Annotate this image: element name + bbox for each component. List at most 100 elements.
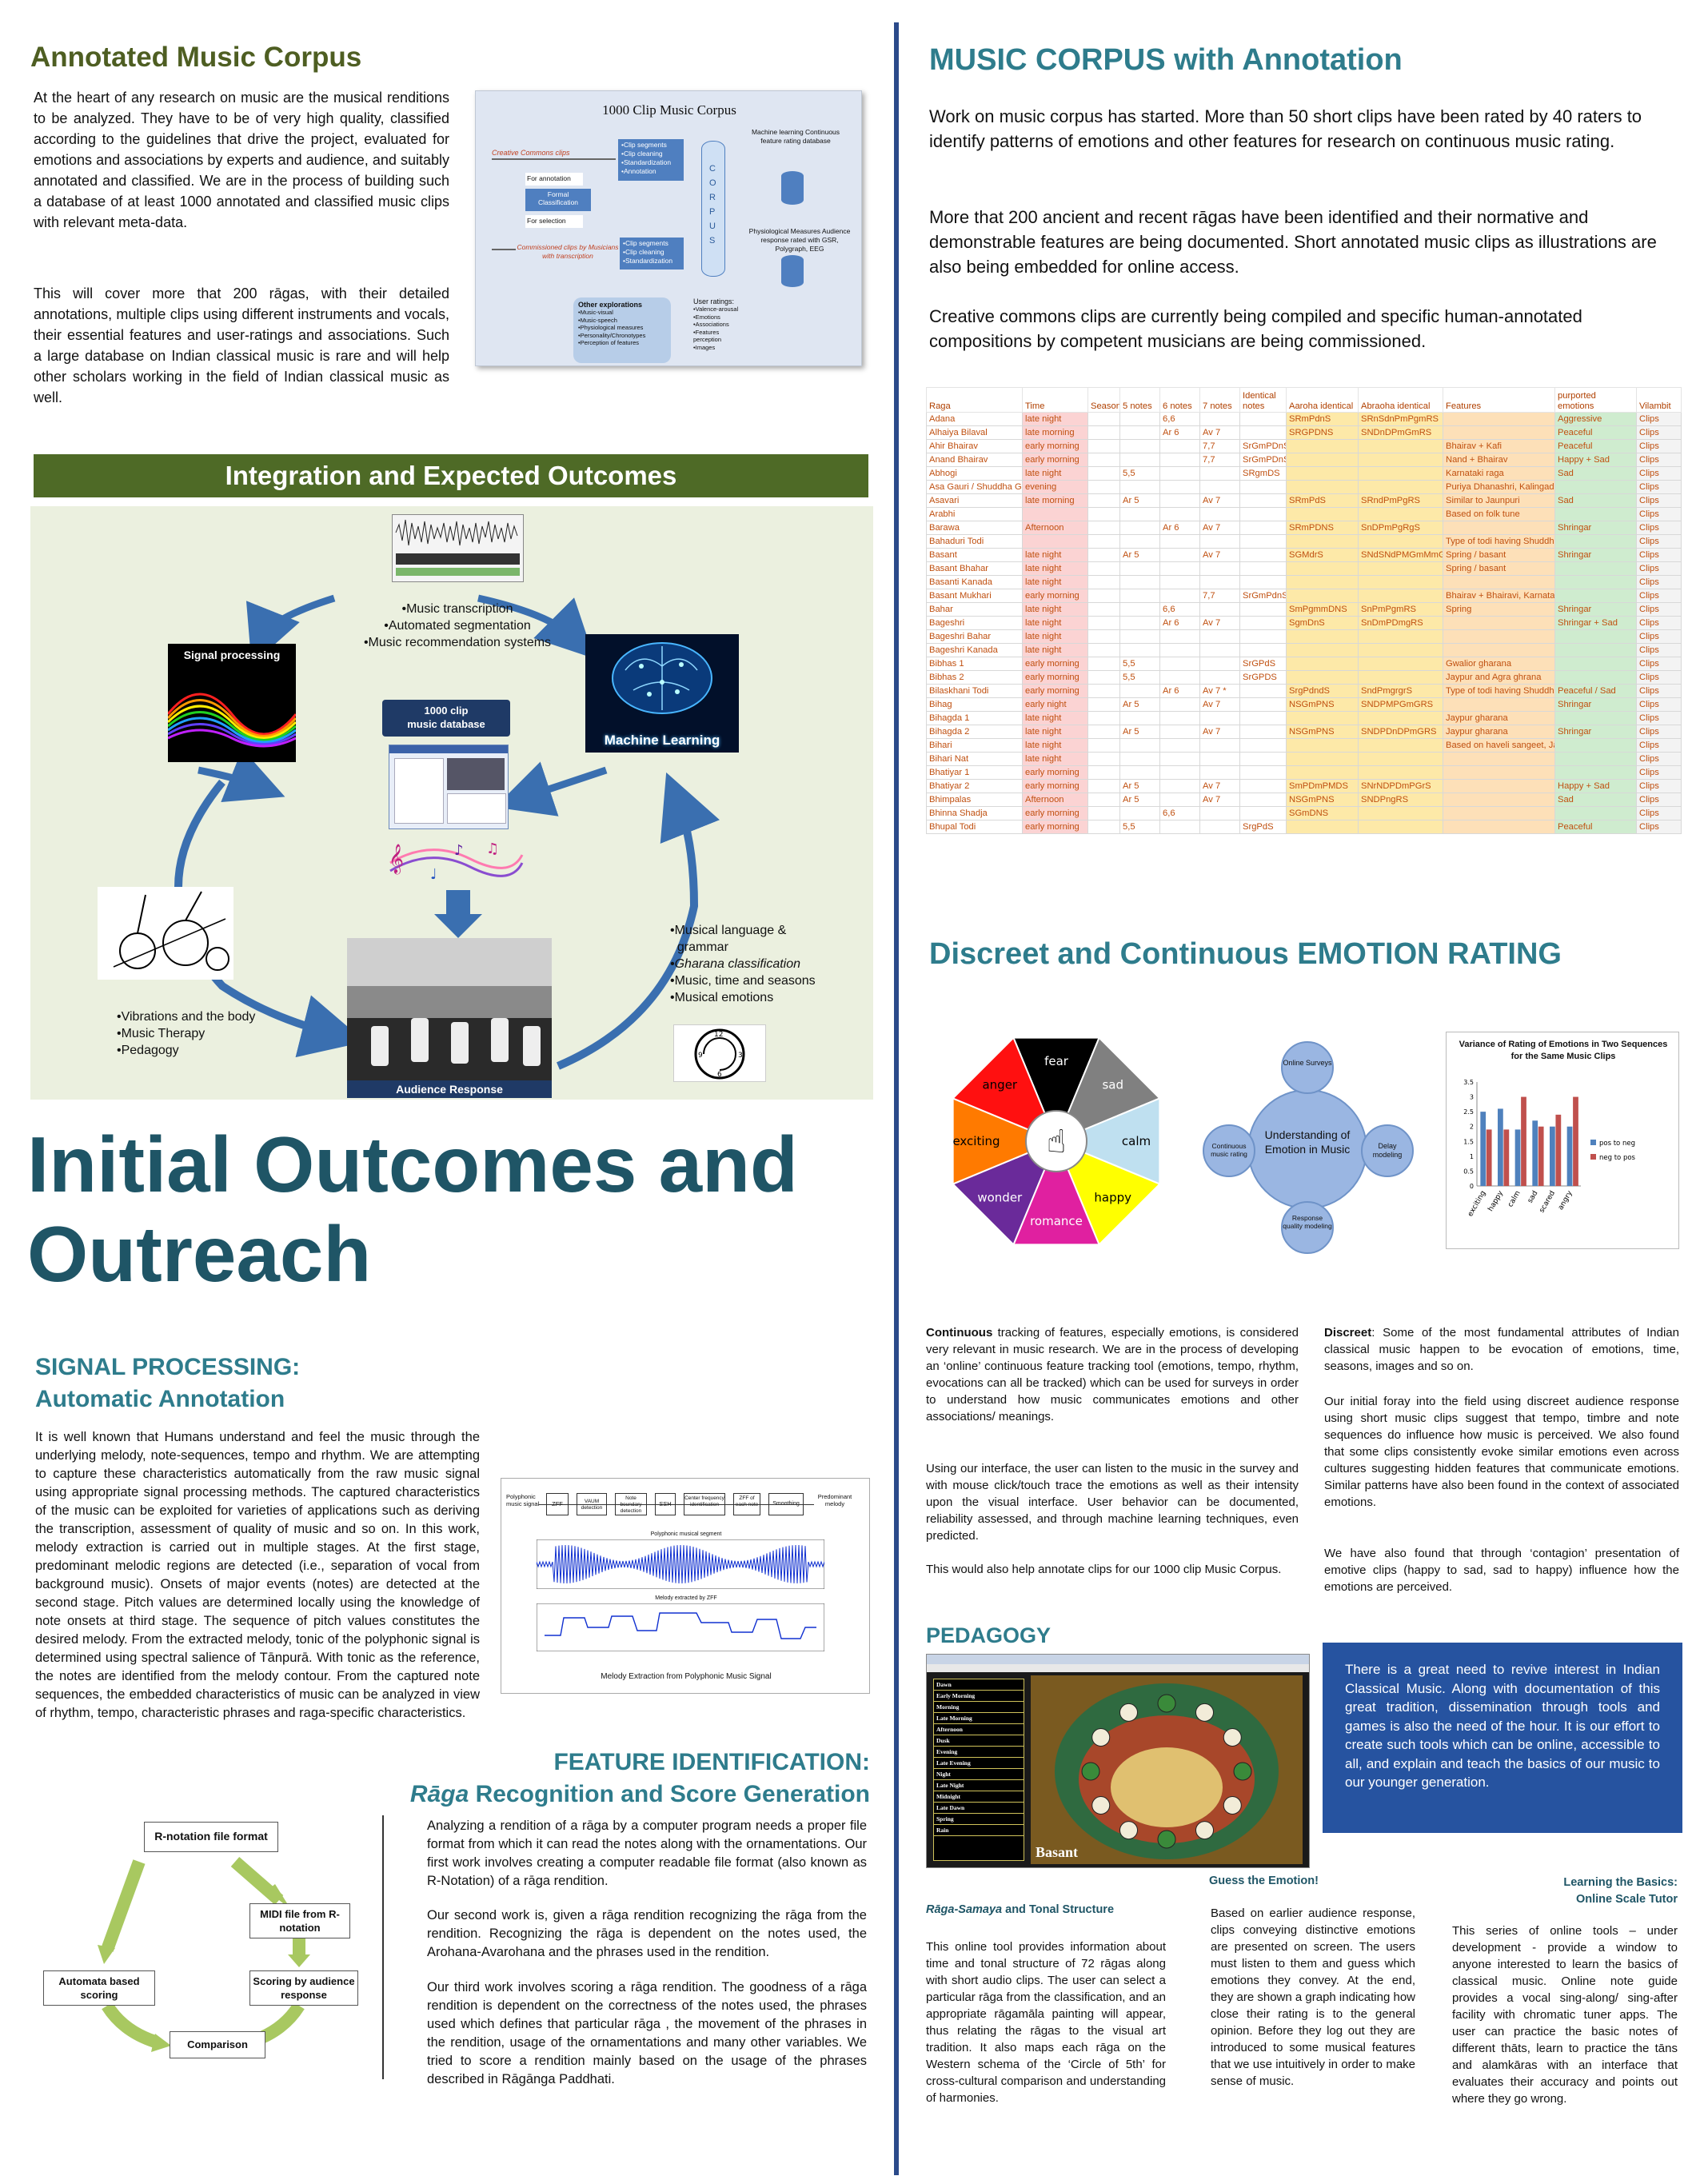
pedagogy-list-item[interactable]: Night: [934, 1769, 1024, 1780]
wheel-segment-anger[interactable]: [951, 1036, 1058, 1143]
table-cell: 5,5: [1119, 670, 1160, 685]
clips-link[interactable]: Clips: [1636, 779, 1682, 793]
table-cell: SNDnDPmGmRS: [1358, 425, 1443, 440]
pedagogy-list-item[interactable]: Afternoon: [934, 1724, 1024, 1735]
clips-link[interactable]: Clips: [1636, 561, 1682, 576]
raga-table-header-cell: Features: [1443, 387, 1555, 413]
corpus-paragraph-1: At the heart of any research on music ar…: [34, 90, 449, 230]
table-cell: [1443, 412, 1555, 426]
fig-block-output: Predominant melody: [817, 1493, 852, 1507]
table-cell: [1239, 602, 1287, 617]
table-cell: [1239, 684, 1287, 698]
clips-link[interactable]: Clips: [1636, 507, 1682, 521]
table-cell: [1159, 765, 1200, 780]
clips-link[interactable]: Clips: [1636, 589, 1682, 603]
pedagogy-list-item[interactable]: Dawn: [934, 1679, 1024, 1691]
database-screenshot: [389, 745, 509, 829]
clips-link[interactable]: Clips: [1636, 765, 1682, 780]
table-cell: Arabhi: [926, 507, 1023, 521]
pedagogy-list-item[interactable]: Midnight: [934, 1791, 1024, 1803]
table-cell: late night: [1022, 643, 1088, 657]
outcome-left-list: •Vibrations and the body •Music Therapy …: [117, 1008, 255, 1059]
table-cell: [1087, 779, 1120, 793]
table-cell: Type of todi having Shuddha: [1443, 684, 1555, 698]
pedagogy-list-item[interactable]: Evening: [934, 1747, 1024, 1758]
clips-link[interactable]: Clips: [1636, 412, 1682, 426]
clips-link[interactable]: Clips: [1636, 453, 1682, 467]
clips-link[interactable]: Clips: [1636, 643, 1682, 657]
table-cell: [1087, 765, 1120, 780]
clips-link[interactable]: Clips: [1636, 466, 1682, 481]
spectrum-svg: [168, 693, 296, 748]
clips-link[interactable]: Clips: [1636, 548, 1682, 562]
clips-link[interactable]: Clips: [1636, 534, 1682, 549]
clips-link[interactable]: Clips: [1636, 657, 1682, 671]
table-cell: Ar 5: [1119, 493, 1160, 508]
clips-link[interactable]: Clips: [1636, 793, 1682, 807]
clips-link[interactable]: Clips: [1636, 670, 1682, 685]
table-cell: [1119, 643, 1160, 657]
emotion-wheel[interactable]: fearsadcalmhappyromancewonderexcitingang…: [940, 1025, 1172, 1257]
pedagogy-list-item[interactable]: Late Morning: [934, 1713, 1024, 1724]
table-cell: [1119, 439, 1160, 453]
table-cell: [1159, 670, 1200, 685]
table-cell: Bageshri: [926, 616, 1023, 630]
feature-title-1: FEATURE IDENTIFICATION:: [553, 1749, 870, 1775]
pedagogy-list-item[interactable]: Dusk: [934, 1735, 1024, 1747]
continuous-paragraph-1: Continuous tracking of features, especia…: [926, 1324, 1299, 1425]
pedagogy-col2-title: Guess the Emotion!: [1209, 1875, 1319, 1887]
clips-link[interactable]: Clips: [1636, 697, 1682, 712]
table-cell: [1286, 738, 1359, 753]
clips-link[interactable]: Clips: [1636, 616, 1682, 630]
table-cell: Av 7: [1199, 548, 1240, 562]
clips-link[interactable]: Clips: [1636, 711, 1682, 725]
table-cell: [1087, 412, 1120, 426]
pedagogy-list-item[interactable]: Late Evening: [934, 1758, 1024, 1769]
wheel-label-anger: anger: [982, 1077, 1017, 1092]
table-cell: Afternoon: [1022, 793, 1088, 807]
note-circle: [1195, 1821, 1214, 1840]
table-cell: [1119, 765, 1160, 780]
clips-link[interactable]: Clips: [1636, 493, 1682, 508]
table-cell: late night: [1022, 602, 1088, 617]
wheel-label-wonder: wonder: [977, 1191, 1023, 1205]
pedagogy-list-item[interactable]: Late Night: [934, 1780, 1024, 1791]
pedagogy-list-item[interactable]: Early Morning: [934, 1691, 1024, 1702]
table-cell: [1358, 507, 1443, 521]
table-cell: early morning: [1022, 779, 1088, 793]
clips-link[interactable]: Clips: [1636, 480, 1682, 494]
table-cell: [1358, 657, 1443, 671]
corpus-letters: CORPUS: [709, 164, 718, 246]
table-cell: [1239, 629, 1287, 644]
table-cell: SGmDNS: [1286, 806, 1359, 820]
clips-link[interactable]: Clips: [1636, 439, 1682, 453]
svg-text:♩: ♩: [430, 866, 437, 883]
clips-link[interactable]: Clips: [1636, 725, 1682, 739]
table-cell: Shringar: [1554, 725, 1637, 739]
clips-link[interactable]: Clips: [1636, 602, 1682, 617]
clips-link[interactable]: Clips: [1636, 575, 1682, 589]
table-cell: Puriya Dhanashri, Kalingada Ang: [1443, 480, 1555, 494]
table-cell: [1199, 480, 1240, 494]
pedagogy-list-item[interactable]: Rain: [934, 1825, 1024, 1836]
raga-table-header-cell: Season: [1087, 387, 1120, 413]
clips-link[interactable]: Clips: [1636, 806, 1682, 820]
pedagogy-list-item[interactable]: Late Dawn: [934, 1803, 1024, 1814]
clips-link[interactable]: Clips: [1636, 521, 1682, 535]
outcome-right-2: grammar: [670, 940, 728, 954]
clips-link[interactable]: Clips: [1636, 738, 1682, 753]
melody-extraction-figure: Polyphonic music signal ZFF VAUM detecti…: [501, 1478, 870, 1694]
clips-link[interactable]: Clips: [1636, 820, 1682, 834]
clips-link[interactable]: Clips: [1636, 684, 1682, 698]
corpus-diagram: 1000 Clip Music Corpus Creative Commons …: [475, 90, 862, 366]
flow-comparison: Comparison: [170, 2031, 265, 2058]
clips-link[interactable]: Clips: [1636, 752, 1682, 766]
pedagogy-list-item[interactable]: Morning: [934, 1702, 1024, 1713]
pedagogy-list-item[interactable]: Spring: [934, 1814, 1024, 1825]
clips-link[interactable]: Clips: [1636, 425, 1682, 440]
ml-label: Machine learning Continuous feature rati…: [751, 128, 840, 145]
clips-link[interactable]: Clips: [1636, 629, 1682, 644]
